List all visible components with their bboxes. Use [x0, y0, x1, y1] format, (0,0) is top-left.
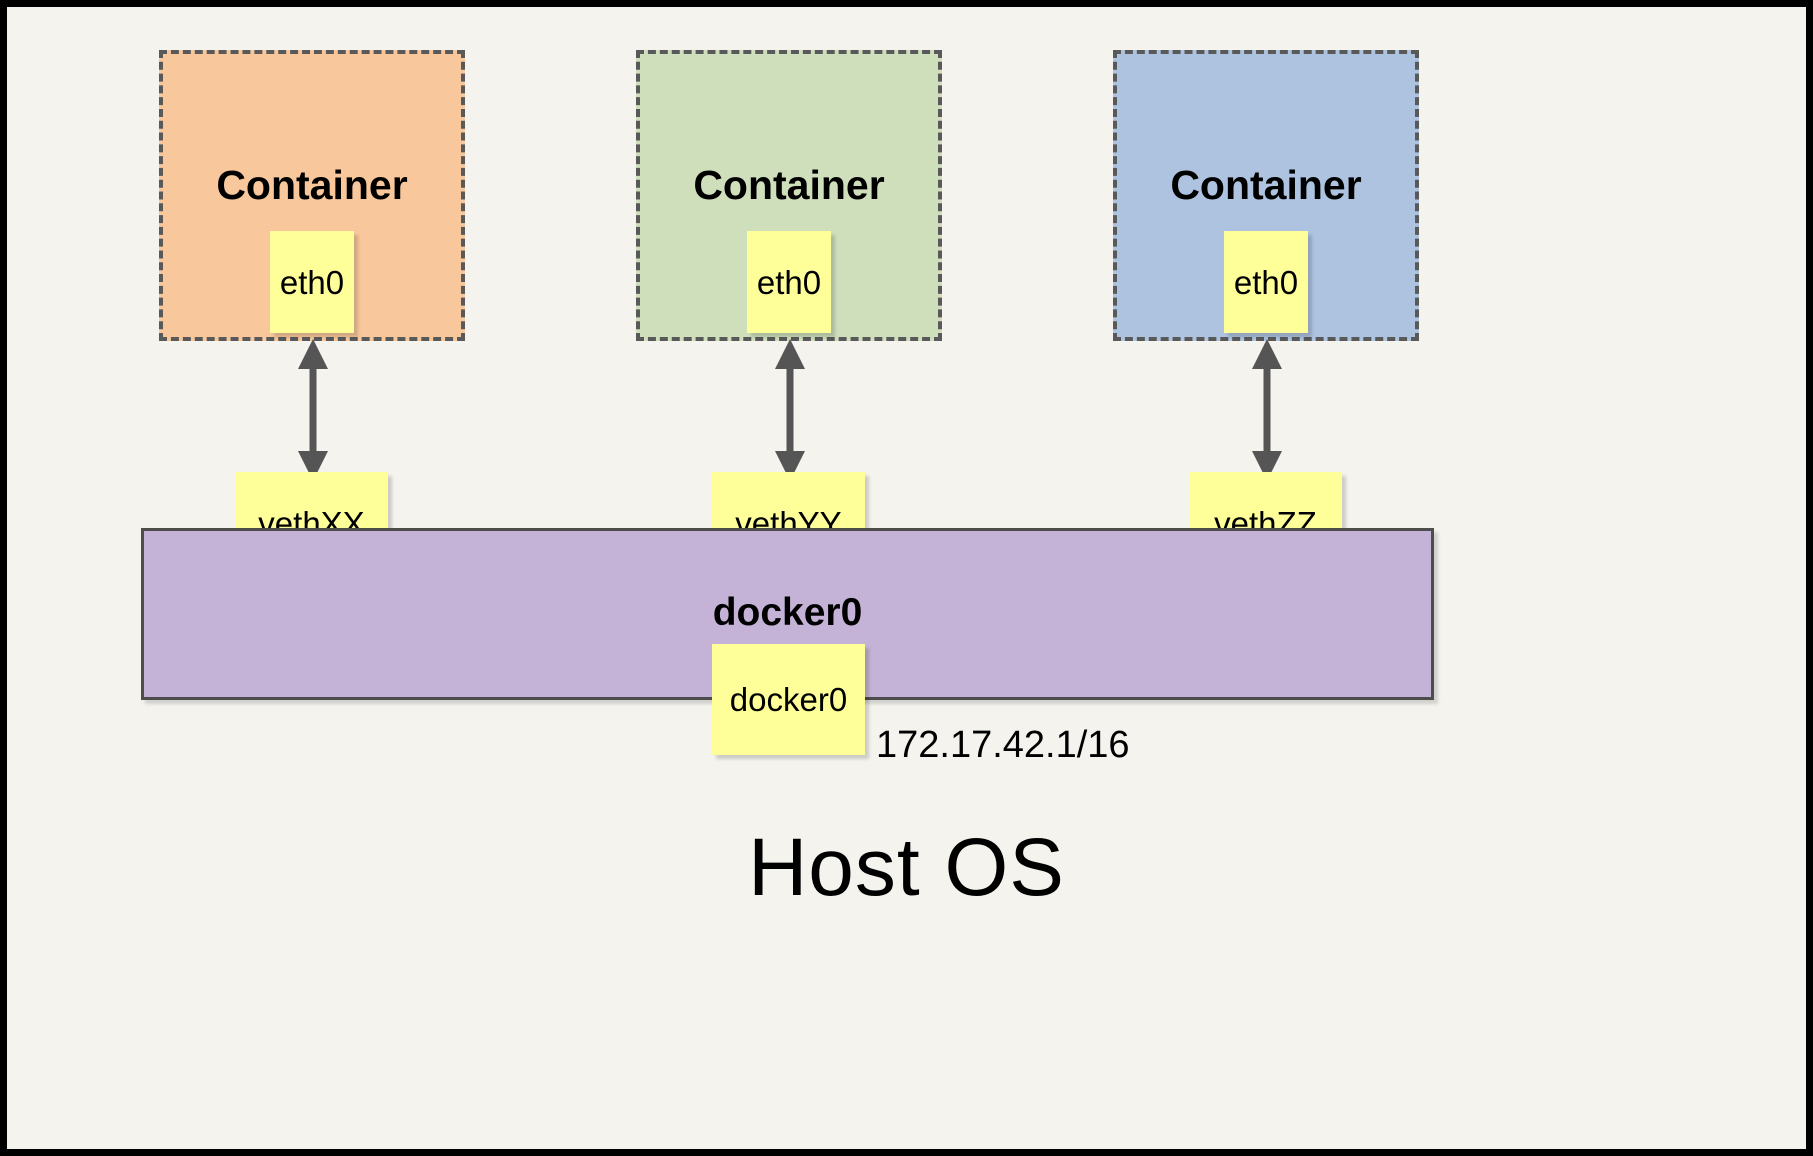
docker0-bridge-label: docker0: [712, 591, 863, 634]
docker0-interface-label: docker0: [729, 681, 848, 718]
container-eth0-label-3: eth0: [1233, 263, 1299, 301]
container-title-2: Container: [693, 162, 885, 208]
container-eth0-2[interactable]: eth0: [747, 231, 831, 333]
container-title-1: Container: [216, 162, 408, 208]
veth-link-arrow-1: [298, 339, 328, 481]
container-box-2[interactable]: Container: [636, 50, 942, 341]
container-eth0-label-2: eth0: [756, 263, 822, 301]
container-title-3: Container: [1170, 162, 1362, 208]
diagram-canvas: Container eth0 vethXX Container eth0 v: [7, 7, 1806, 1149]
docker0-interface-box[interactable]: docker0: [712, 644, 865, 755]
container-eth0-label-1: eth0: [279, 263, 345, 301]
veth-link-arrow-3: [1252, 339, 1282, 481]
veth-link-arrow-2: [775, 339, 805, 481]
container-eth0-1[interactable]: eth0: [270, 231, 354, 333]
host-os-label: Host OS: [748, 822, 1065, 913]
container-eth0-3[interactable]: eth0: [1224, 231, 1308, 333]
docker0-ip-address: 172.17.42.1/16: [876, 724, 1130, 766]
